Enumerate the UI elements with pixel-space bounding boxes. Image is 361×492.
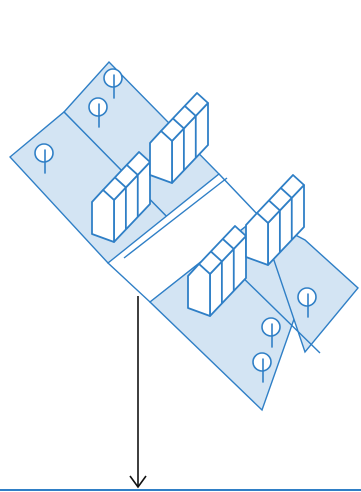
house-roof-rib <box>280 187 293 199</box>
house-roof-rib <box>172 117 185 130</box>
house-icon <box>187 225 247 317</box>
tree-crown <box>34 143 54 163</box>
trees-group <box>34 68 317 383</box>
tree-crown <box>297 287 317 307</box>
house-roof-rib <box>210 250 223 263</box>
house-roof-rib <box>126 164 139 176</box>
house-front-gable <box>91 189 115 243</box>
house-roof-rib <box>268 199 281 212</box>
tree-crown <box>252 352 272 372</box>
tree-icon <box>34 143 54 174</box>
house-icon <box>149 92 209 184</box>
lot-divider-lower <box>232 267 321 354</box>
house-front-gable <box>245 212 269 266</box>
tree-icon <box>88 97 108 128</box>
arrow-down-icon <box>129 296 147 489</box>
house-front-gable <box>187 263 211 317</box>
house-roof-rib <box>222 238 235 250</box>
houses-group <box>91 92 305 317</box>
house-roof-rib <box>184 105 197 117</box>
tree-crown <box>261 317 281 337</box>
house-roof-rib <box>114 176 127 189</box>
street-divider <box>123 177 228 259</box>
tree-icon <box>103 68 123 99</box>
tree-icon <box>261 317 281 348</box>
tree-icon <box>252 352 272 383</box>
tree-crown <box>103 68 123 88</box>
tree-crown <box>88 97 108 117</box>
house-icon <box>245 174 305 266</box>
house-front-gable <box>149 130 173 184</box>
house-icon <box>91 151 151 243</box>
tree-icon <box>297 287 317 318</box>
arrow-head <box>129 475 147 489</box>
